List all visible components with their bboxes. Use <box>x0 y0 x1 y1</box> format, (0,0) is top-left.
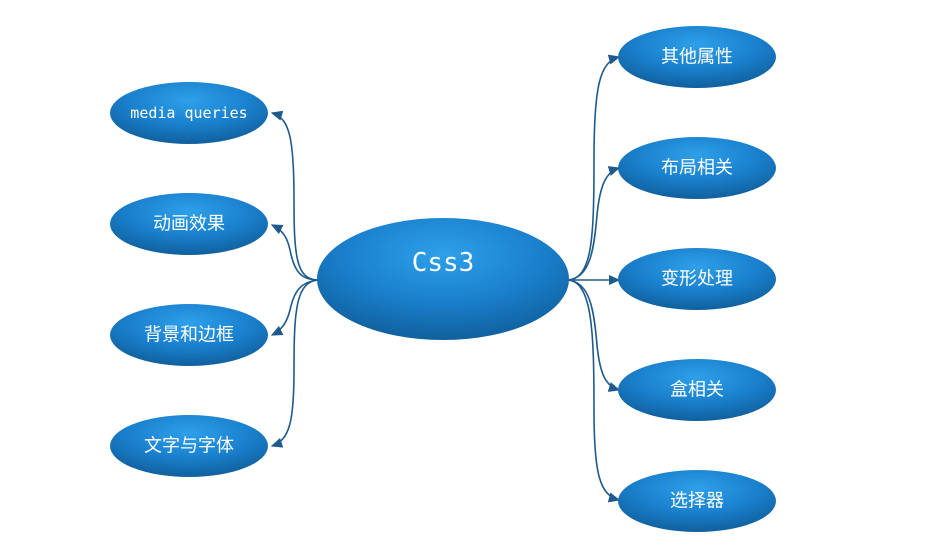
branch-node-label: 选择器 <box>670 491 724 512</box>
branch-node-label: 动画效果 <box>153 214 225 235</box>
branch-node-box: 盒相关 <box>618 359 776 421</box>
connector-to-selectors <box>567 279 621 503</box>
branch-node-layout: 布局相关 <box>618 137 776 199</box>
branch-node-media-queries: media queries <box>110 82 268 144</box>
branch-node-label: 变形处理 <box>661 269 733 290</box>
branch-node-shape <box>618 137 776 199</box>
connector-to-media-queries <box>270 110 319 281</box>
branch-node-shape <box>110 415 268 477</box>
branch-node-label: 文字与字体 <box>144 436 234 457</box>
connector-to-other-props <box>567 54 621 281</box>
branch-node-transform: 变形处理 <box>618 248 776 310</box>
branch-node-shape <box>618 26 776 88</box>
branch-node-shape <box>110 82 268 144</box>
left-branches: media queries 动画效果 背景和边框 文字与字体 <box>110 82 268 477</box>
branch-node-label: 布局相关 <box>661 158 733 179</box>
connector-to-layout <box>567 166 621 281</box>
branch-node-selectors: 选择器 <box>618 470 776 532</box>
connectors <box>270 54 621 503</box>
branch-node-other-props: 其他属性 <box>618 26 776 88</box>
connector-to-background-border <box>270 279 319 336</box>
connector-to-box <box>567 279 621 392</box>
root-node-shape <box>317 218 569 340</box>
branch-node-shape <box>618 359 776 421</box>
right-branches: 其他属性 布局相关 变形处理 盒相关 选择器 <box>618 26 776 532</box>
branch-node-label: 其他属性 <box>661 47 733 68</box>
branch-node-background-border: 背景和边框 <box>110 304 268 366</box>
branch-node-shape <box>618 470 776 532</box>
connector-to-animation <box>270 224 319 281</box>
branch-node-shape <box>110 193 268 255</box>
root-node: Css3 <box>317 218 569 340</box>
branch-node-text-font: 文字与字体 <box>110 415 268 477</box>
branch-node-label: 盒相关 <box>670 380 724 401</box>
branch-node-animation: 动画效果 <box>110 193 268 255</box>
connector-to-text-font <box>270 279 319 448</box>
branch-node-shape <box>110 304 268 366</box>
branch-node-label: 背景和边框 <box>144 325 234 346</box>
branch-node-shape <box>618 248 776 310</box>
root-node-label: Css3 <box>412 248 475 278</box>
branch-node-label: media queries <box>130 104 247 122</box>
